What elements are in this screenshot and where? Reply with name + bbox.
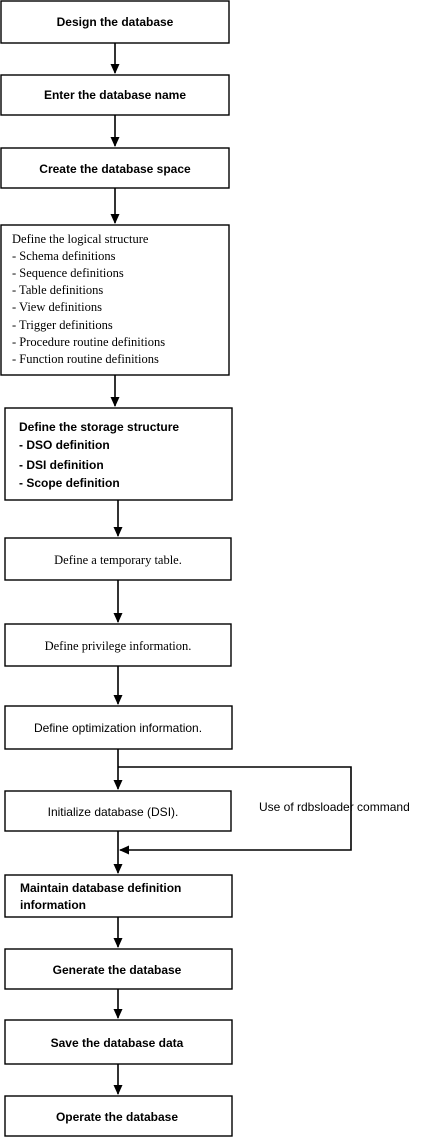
step-create-database-space: Create the database space bbox=[0, 147, 230, 189]
step-define-optimization-information: Define optimization information. bbox=[4, 705, 233, 750]
storage-item: - DSI definition bbox=[19, 458, 104, 472]
logical-item: - Procedure routine definitions bbox=[12, 335, 165, 349]
step-create-database-space-label: Create the database space bbox=[39, 162, 191, 176]
branch-label-rdbsloader: Use of rdbsloader command bbox=[259, 800, 410, 814]
storage-item: - DSO definition bbox=[19, 438, 110, 452]
step-define-privilege-information-label: Define privilege information. bbox=[45, 639, 192, 653]
step-design-database: Design the database bbox=[0, 0, 230, 44]
step-generate-database-label: Generate the database bbox=[53, 963, 182, 977]
logical-item: - Table definitions bbox=[12, 283, 103, 297]
step-maintain-line-1: Maintain database definition bbox=[20, 881, 181, 895]
step-design-database-label: Design the database bbox=[57, 15, 174, 29]
step-save-database-data: Save the database data bbox=[4, 1019, 233, 1065]
step-define-temporary-table: Define a temporary table. bbox=[4, 537, 232, 581]
step-operate-database: Operate the database bbox=[4, 1095, 233, 1137]
logical-item: - Schema definitions bbox=[12, 249, 116, 263]
branch-loop-arrow bbox=[118, 766, 352, 855]
step-enter-database-name-label: Enter the database name bbox=[44, 88, 186, 102]
step-define-temporary-table-label: Define a temporary table. bbox=[54, 553, 182, 567]
step-define-privilege-information: Define privilege information. bbox=[4, 623, 232, 667]
step-maintain-database-definition: Maintain database definition information bbox=[4, 874, 233, 918]
step-save-database-data-label: Save the database data bbox=[51, 1036, 184, 1050]
step-define-optimization-information-label: Define optimization information. bbox=[34, 721, 202, 735]
step-initialize-database: Initialize database (DSI). bbox=[4, 790, 232, 832]
step-initialize-database-label: Initialize database (DSI). bbox=[48, 805, 179, 819]
step-maintain-line-2: information bbox=[20, 898, 86, 912]
step-generate-database: Generate the database bbox=[4, 948, 233, 990]
step-operate-database-label: Operate the database bbox=[56, 1110, 178, 1124]
storage-structure-title: Define the storage structure bbox=[19, 420, 179, 434]
step-define-logical-structure: Define the logical structure - Schema de… bbox=[0, 224, 230, 376]
storage-item: - Scope definition bbox=[19, 476, 120, 490]
logical-item: - Trigger definitions bbox=[12, 318, 113, 332]
logical-item: - Sequence definitions bbox=[12, 266, 124, 280]
step-enter-database-name: Enter the database name bbox=[0, 74, 230, 116]
logical-structure-title: Define the logical structure bbox=[12, 232, 149, 246]
logical-item: - Function routine definitions bbox=[12, 352, 159, 366]
step-define-storage-structure: Define the storage structure - DSO defin… bbox=[4, 407, 233, 501]
logical-item: - View definitions bbox=[12, 300, 102, 314]
